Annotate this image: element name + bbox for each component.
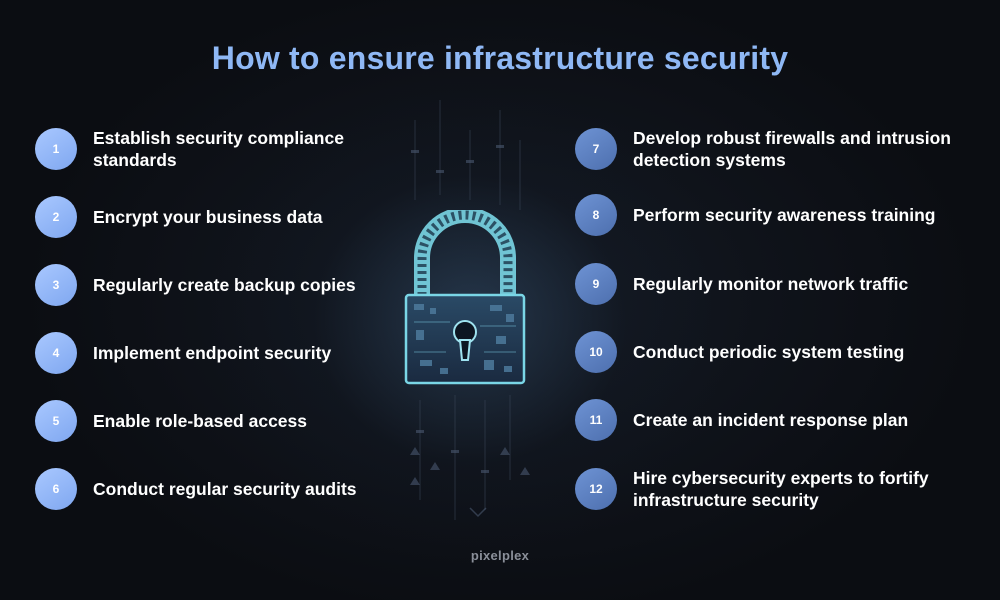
item-label: Implement endpoint security (93, 343, 332, 363)
number-badge: 2 (35, 196, 77, 238)
list-item-7: 7 Develop robust firewalls and intrusion… (575, 127, 983, 171)
number-badge: 9 (575, 263, 617, 305)
list-item-10: 10 Conduct periodic system testing (575, 331, 983, 373)
list-item-3: 3 Regularly create backup copies (35, 264, 413, 306)
item-label: Establish security compliance standards (93, 128, 344, 170)
number-badge: 12 (575, 468, 617, 510)
number-badge: 7 (575, 128, 617, 170)
number-badge: 5 (35, 400, 77, 442)
item-label: Regularly monitor network traffic (633, 274, 909, 294)
brand-logo: pixelplex (470, 548, 530, 563)
number-badge: 8 (575, 194, 617, 236)
item-label: Perform security awareness training (633, 205, 936, 225)
list-item-11: 11 Create an incident response plan (575, 399, 983, 441)
list-item-5: 5 Enable role-based access (35, 400, 413, 442)
number-badge: 4 (35, 332, 77, 374)
item-label: Conduct periodic system testing (633, 342, 905, 362)
item-label: Conduct regular security audits (93, 479, 357, 499)
item-label: Regularly create backup copies (93, 275, 356, 295)
list-item-4: 4 Implement endpoint security (35, 332, 413, 374)
item-label: Encrypt your business data (93, 207, 323, 227)
item-label: Create an incident response plan (633, 410, 909, 430)
number-badge: 11 (575, 399, 617, 441)
number-badge: 10 (575, 331, 617, 373)
item-label: Develop robust firewalls and intrusion d… (633, 128, 951, 170)
list-item-12: 12 Hire cybersecurity experts to fortify… (575, 467, 983, 511)
list-item-2: 2 Encrypt your business data (35, 196, 413, 238)
page-title: How to ensure infrastructure security (211, 40, 789, 76)
list-item-6: 6 Conduct regular security audits (35, 468, 413, 510)
number-badge: 3 (35, 264, 77, 306)
item-label: Enable role-based access (93, 411, 307, 431)
number-badge: 1 (35, 128, 77, 170)
list-item-9: 9 Regularly monitor network traffic (575, 263, 983, 305)
padlock-icon (404, 210, 526, 385)
number-badge: 6 (35, 468, 77, 510)
item-label: Hire cybersecurity experts to fortify in… (633, 468, 929, 510)
list-item-1: 1 Establish security compliance standard… (35, 127, 413, 171)
list-item-8: 8 Perform security awareness training (575, 194, 983, 236)
